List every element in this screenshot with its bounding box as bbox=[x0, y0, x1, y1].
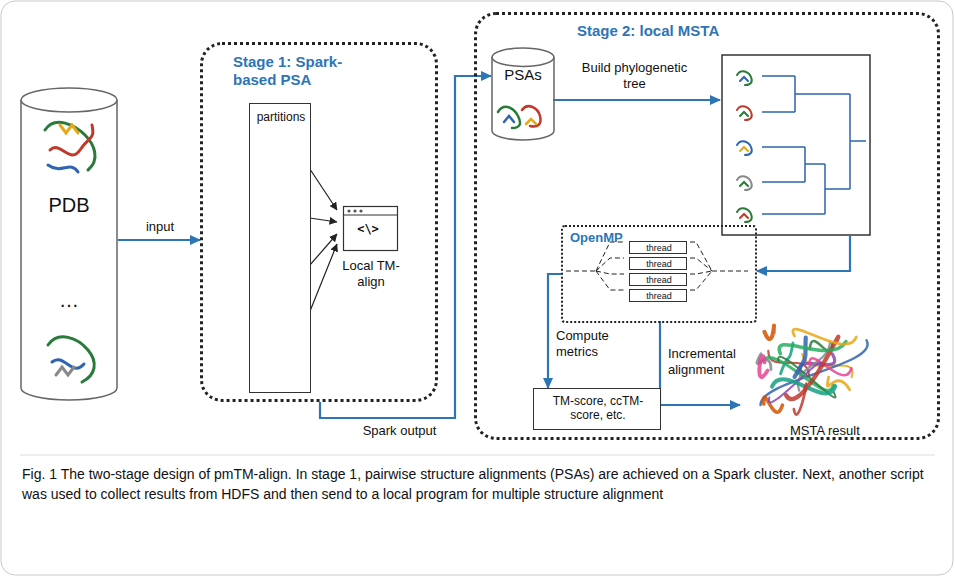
msta-structure bbox=[757, 326, 868, 415]
ribbon-stroke bbox=[759, 356, 767, 377]
tree-branches bbox=[762, 76, 866, 214]
flow-arrow bbox=[553, 99, 720, 101]
node-label: PDB bbox=[20, 193, 118, 217]
cylinder-outline bbox=[20, 88, 118, 400]
stage-box: Stage 1: Spark-based PSA partitionsLocal … bbox=[200, 42, 438, 402]
code-symbol: <\> bbox=[347, 222, 389, 236]
node-label: thread bbox=[630, 258, 688, 271]
node-label: thread bbox=[630, 290, 688, 303]
region-heading: Stage 1: Spark-based PSA bbox=[233, 53, 378, 89]
thread-box: thread bbox=[629, 257, 687, 270]
node-label: TM-score, ccTM-score, etc. bbox=[540, 394, 656, 423]
flow-arrow bbox=[757, 235, 850, 271]
caption-rule bbox=[20, 455, 935, 456]
annotation-label: MSTA result bbox=[790, 423, 885, 439]
thread-box: thread bbox=[629, 241, 687, 254]
ribbon-stroke bbox=[772, 379, 835, 393]
ribbon-stroke bbox=[760, 340, 867, 405]
protein-icon bbox=[45, 122, 95, 172]
annotation-label: Build phylogenetic tree bbox=[572, 60, 697, 91]
ribbon-stroke bbox=[827, 377, 849, 390]
node-label: thread bbox=[630, 242, 688, 255]
edge-label: Compute metrics bbox=[556, 328, 626, 359]
ribbon-stroke bbox=[794, 384, 807, 415]
protein-icon bbox=[48, 337, 94, 382]
thread-box: thread bbox=[629, 273, 687, 286]
database-cylinder: PSAs bbox=[491, 48, 555, 140]
thread-box: thread bbox=[629, 289, 687, 302]
node-label: Local TM-align bbox=[335, 258, 407, 289]
protein-icon bbox=[498, 106, 541, 128]
region-heading: Stage 2: local MSTA bbox=[577, 22, 837, 40]
partition-box: partitions bbox=[249, 103, 311, 393]
metrics-box: TM-score, ccTM-score, etc. bbox=[533, 388, 661, 430]
ribbon-stroke bbox=[795, 338, 806, 377]
node-label: thread bbox=[630, 274, 688, 287]
edge-label: input bbox=[128, 219, 192, 235]
ribbon-stroke bbox=[764, 397, 783, 412]
figure-caption: Fig. 1 The two-stage design of pmTM-alig… bbox=[22, 464, 932, 505]
flow-arrow bbox=[118, 239, 200, 241]
ribbon-stroke bbox=[793, 329, 856, 344]
database-cylinder: PDB … bbox=[20, 88, 118, 400]
node-label: partitions bbox=[250, 110, 312, 124]
tree-box bbox=[722, 55, 870, 235]
thread-fan bbox=[566, 242, 748, 290]
edge-label: Spark output bbox=[352, 423, 447, 439]
ribbon-stroke bbox=[764, 326, 774, 340]
node-label: … bbox=[20, 288, 118, 312]
cylinder-outline bbox=[491, 48, 555, 140]
annotation-label: Incremental alignment bbox=[668, 346, 758, 377]
node-label: PSAs bbox=[491, 66, 555, 84]
flow-arrow bbox=[320, 76, 491, 418]
protein-icon bbox=[737, 71, 752, 222]
parallel-region: OpenMPthreadthreadthreadthread bbox=[561, 225, 757, 323]
